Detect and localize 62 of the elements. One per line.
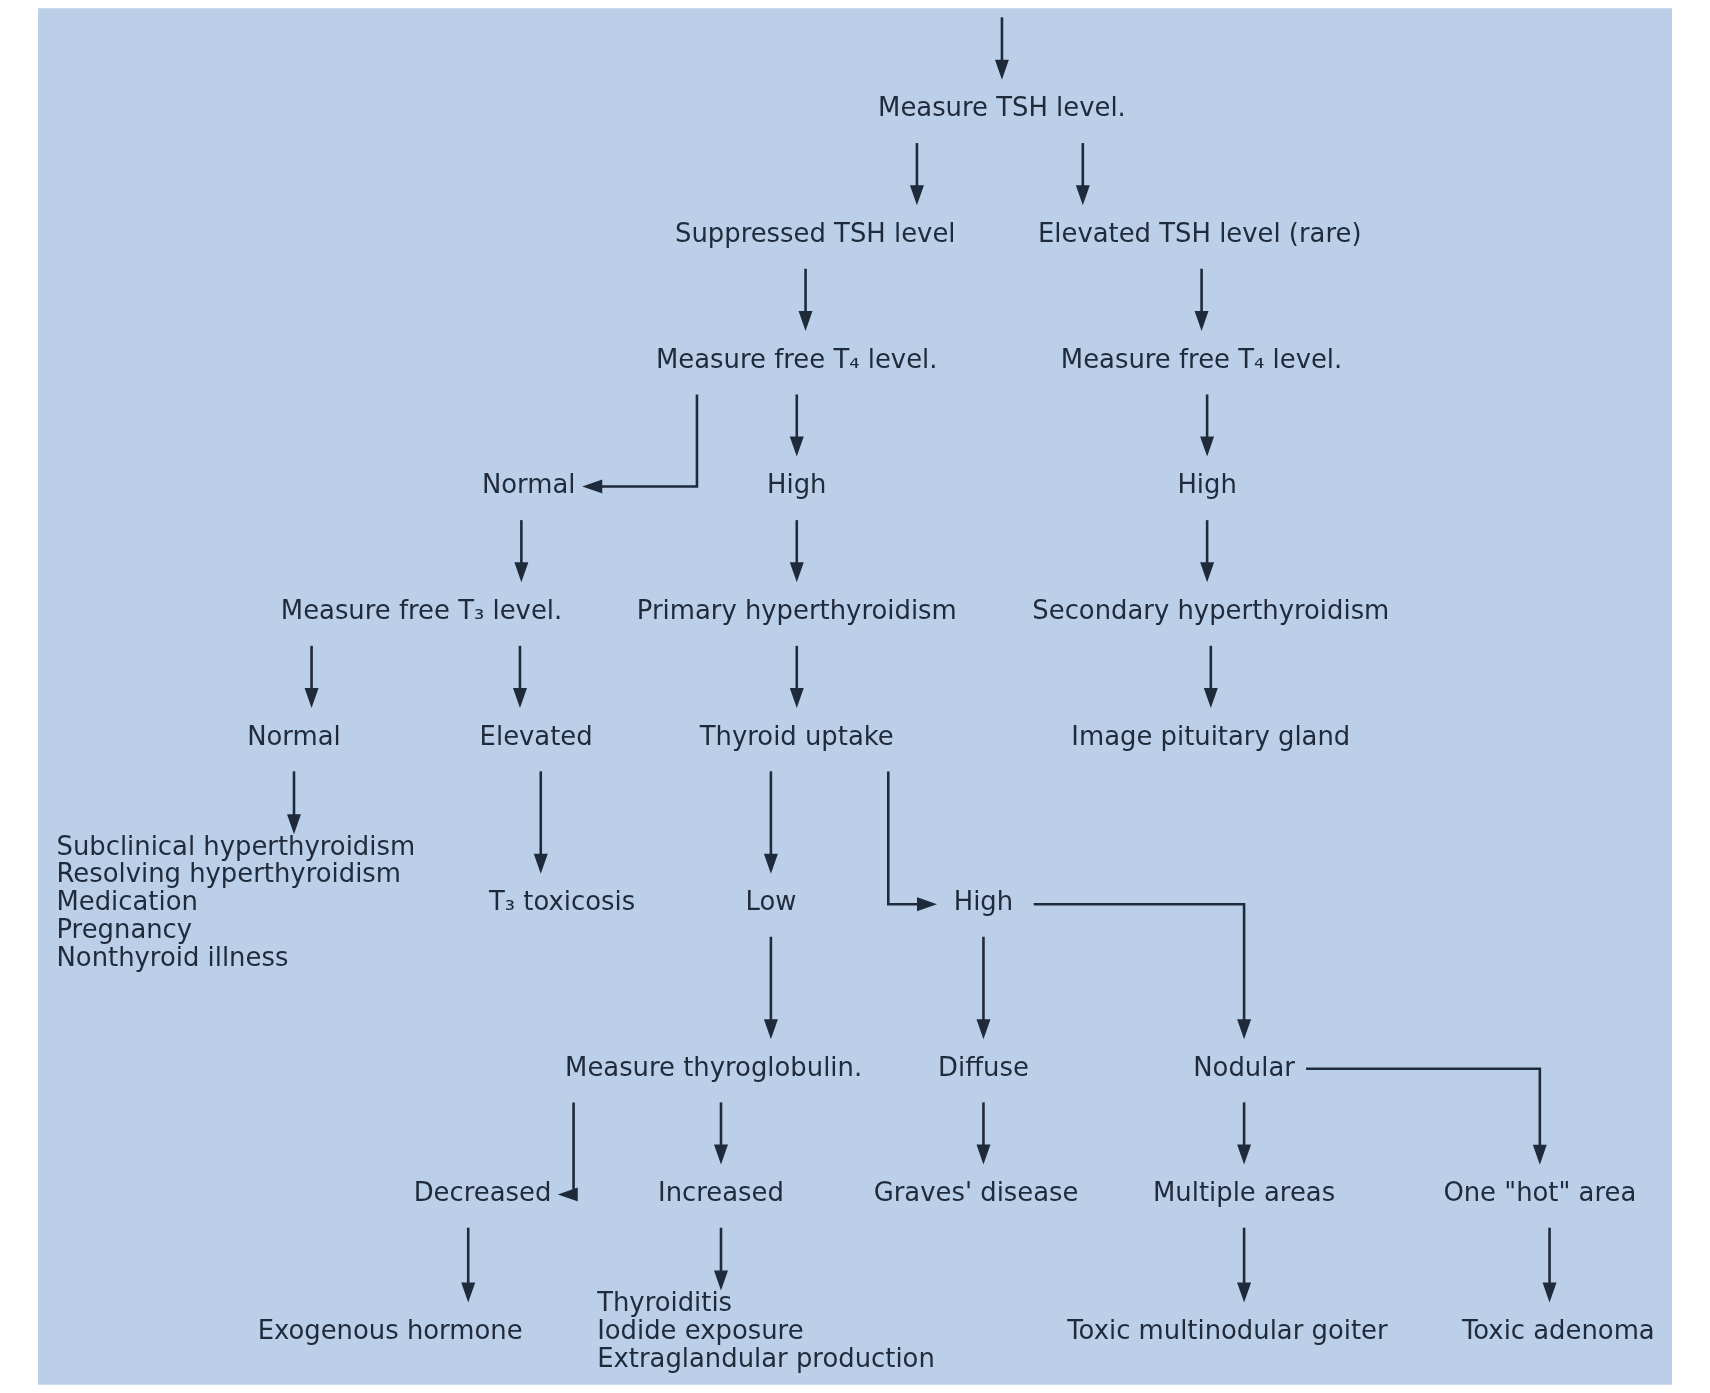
- arrow: [714, 1227, 728, 1291]
- arrow: [714, 1102, 728, 1165]
- arrow: [304, 645, 319, 708]
- arrow: [1203, 645, 1218, 708]
- arrow: [287, 771, 301, 835]
- node-text: Toxic adenoma: [1461, 1314, 1655, 1345]
- arrow: [976, 1102, 991, 1165]
- node-text: One "hot" area: [1443, 1177, 1637, 1208]
- node-text: Elevated TSH level (rare): [1037, 217, 1362, 248]
- arrow: [461, 1227, 476, 1303]
- node-text: Image pituitary gland: [1071, 720, 1351, 751]
- arrow: [1237, 1102, 1252, 1165]
- arrow: [994, 17, 1009, 80]
- arrow: [1033, 902, 1252, 1040]
- node-text: Exogenous hormone: [257, 1314, 523, 1345]
- node-text: Normal: [481, 469, 576, 500]
- node-text: Measure free T₄ level.: [656, 343, 938, 374]
- node-text: Measure TSH level.: [878, 92, 1126, 123]
- arrow: [1200, 520, 1215, 583]
- node-text: Secondary hyperthyroidism: [1032, 594, 1390, 625]
- node-text: Thyroiditis Iodide exposure Extraglandular production: [597, 1287, 935, 1373]
- node-text: Suppressed TSH level: [675, 217, 956, 248]
- arrow: [533, 771, 548, 874]
- node-text: High: [767, 469, 827, 500]
- node-text: Decreased: [413, 1177, 552, 1208]
- arrow: [1200, 394, 1215, 457]
- arrow: [514, 520, 529, 583]
- arrow: [798, 268, 813, 331]
- arrow: [1306, 1067, 1547, 1165]
- node-text: Thyroid uptake: [699, 720, 894, 751]
- node-text: Subclinical hyperthyroidism Resolving hyperthyroidism Medication Pregnancy Nonthyroid illness: [56, 830, 416, 972]
- arrow: [582, 394, 699, 494]
- node-text: High: [953, 886, 1014, 917]
- node-text: Normal: [247, 720, 341, 751]
- node-text: Elevated: [479, 720, 593, 751]
- arrow: [789, 645, 804, 708]
- node-text: Graves' disease: [873, 1177, 1079, 1208]
- arrow: [909, 143, 924, 206]
- node-text: High: [1177, 469, 1237, 500]
- arrow: [976, 936, 991, 1040]
- arrow: [557, 1102, 578, 1202]
- node-text: Multiple areas: [1153, 1177, 1336, 1208]
- arrow: [1542, 1227, 1557, 1303]
- node-text: T₃ toxicosis: [488, 886, 636, 917]
- node-text: Measure free T₄ level.: [1060, 343, 1343, 374]
- node-text: Diffuse: [938, 1051, 1029, 1082]
- arrow: [1075, 143, 1090, 206]
- arrow: [789, 520, 804, 583]
- node-text: Measure thyroglobulin.: [565, 1051, 863, 1082]
- arrow: [1237, 1227, 1252, 1303]
- arrow: [886, 771, 937, 912]
- arrow: [512, 645, 527, 708]
- node-text: Measure free T₃ level.: [280, 594, 563, 625]
- node-text: Nodular: [1193, 1051, 1295, 1082]
- node-text: Toxic multinodular goiter: [1067, 1314, 1388, 1345]
- node-text: Increased: [658, 1177, 784, 1208]
- node-text: Low: [745, 886, 797, 917]
- node-text: Primary hyperthyroidism: [636, 594, 957, 625]
- arrow: [789, 394, 804, 457]
- arrow: [763, 771, 778, 874]
- arrow: [1194, 268, 1209, 331]
- arrow: [763, 936, 778, 1040]
